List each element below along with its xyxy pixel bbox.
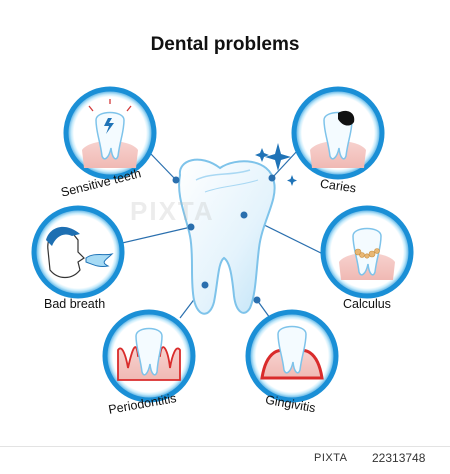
label-bad-breath: Bad breath — [44, 297, 106, 311]
connector-gingivitis — [256, 299, 271, 319]
connector-caries — [271, 149, 299, 179]
circle-periodontitis — [102, 309, 196, 403]
connector-dot — [201, 281, 209, 289]
connector-dot — [172, 176, 180, 184]
sparkle-icons — [255, 143, 297, 186]
label-calculus: Calculus — [343, 297, 391, 311]
sparkle-icon — [255, 148, 269, 162]
circle-sensitive-teeth — [63, 86, 157, 180]
connector-bad-breath — [117, 226, 192, 245]
central-tooth-illustration — [172, 158, 276, 315]
circle-gingivitis — [245, 309, 339, 403]
tartar-icon — [354, 248, 380, 259]
footer-bar: PIXTA 22313748 — [0, 446, 450, 469]
circle-caries — [291, 86, 385, 180]
circle-calculus — [320, 205, 414, 299]
breath-icon — [85, 253, 114, 267]
sparkle-icon — [287, 175, 297, 186]
footer-brand: PIXTA — [314, 452, 348, 464]
cavity-icon — [338, 110, 355, 126]
sparkle-icon — [265, 143, 291, 171]
connector-dot — [268, 174, 276, 182]
connector-dot — [187, 223, 195, 231]
circle-bad-breath — [31, 205, 125, 299]
diagram-title: Dental problems — [150, 34, 300, 55]
connector-dot — [240, 211, 248, 219]
lightning-icon — [104, 118, 114, 134]
connector-sensitive — [149, 152, 177, 181]
connector-dot — [253, 296, 261, 304]
footer-image-code: 22313748 — [372, 451, 426, 465]
